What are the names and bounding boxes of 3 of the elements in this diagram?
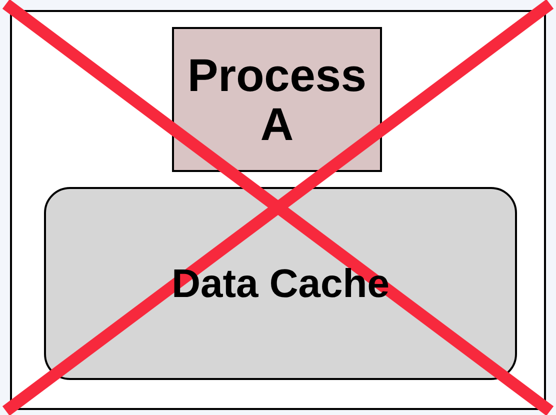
process-box bbox=[172, 27, 382, 172]
cache-box bbox=[44, 187, 517, 380]
box-label: Process A bbox=[187, 51, 367, 148]
